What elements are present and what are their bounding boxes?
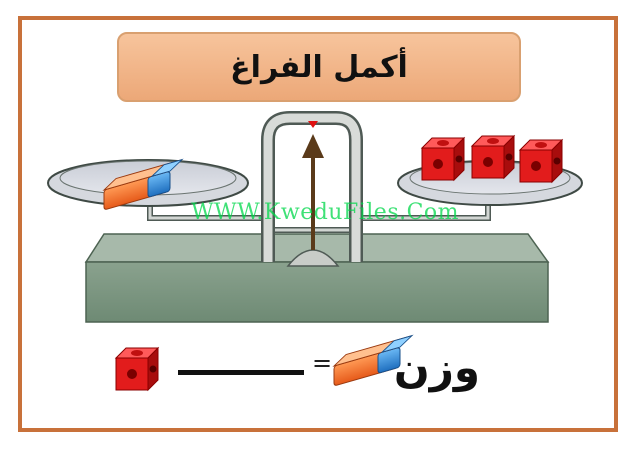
scale-pointer-frame <box>261 111 363 267</box>
answer-blank[interactable] <box>178 370 304 375</box>
needle-arrow-icon <box>302 134 324 158</box>
watermark: WWW.KweduFiles.Com <box>190 200 460 225</box>
block-icon <box>519 139 563 183</box>
pointer-marker-icon <box>308 121 318 128</box>
block-icon <box>471 135 515 179</box>
equals-sign: = <box>311 349 333 377</box>
title-banner: أكمل الفراغ <box>117 32 521 102</box>
equation-word: وزن <box>393 343 480 392</box>
block-icon <box>421 137 465 181</box>
scale-base <box>84 233 550 323</box>
block-icon <box>115 347 159 391</box>
page-title: أكمل الفراغ <box>230 49 408 85</box>
